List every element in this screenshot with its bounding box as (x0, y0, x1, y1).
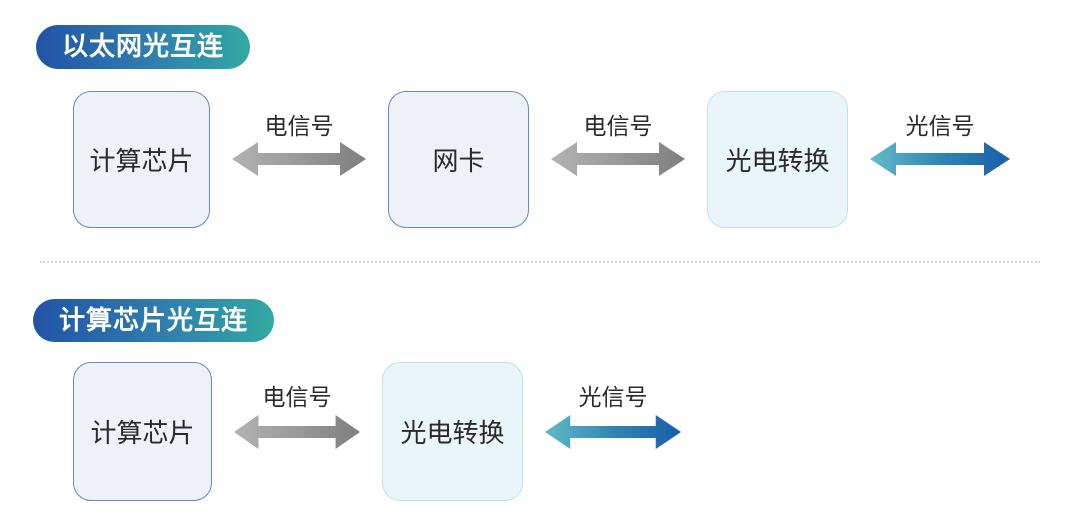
node-network-card: 网卡 (388, 90, 529, 228)
connector-electrical: 电信号 (232, 91, 366, 228)
electrical-signal-double-arrow-icon (234, 414, 360, 449)
node-optoelectronic-conversion: 光电转换 (382, 362, 523, 502)
connector-electrical: 电信号 (234, 362, 360, 501)
section-ethernet-interconnect: 以太网光互连 计算芯片 电信号 网卡 电信号 光电转换 光信号 (0, 0, 1080, 228)
optical-signal-double-arrow-icon (545, 414, 681, 449)
section-title-pill: 以太网光互连 (36, 25, 251, 69)
section-title-pill: 计算芯片光互连 (33, 298, 275, 343)
node-computing-chip: 计算芯片 (73, 362, 212, 502)
connector-optical: 光信号 (545, 362, 681, 501)
arrow-label: 电信号 (264, 112, 334, 139)
electrical-signal-double-arrow-icon (551, 142, 685, 177)
connector-optical: 光信号 (870, 91, 1010, 228)
flow-row: 计算芯片 电信号 光电转换 光信号 (73, 362, 1080, 502)
optical-signal-double-arrow-icon (870, 142, 1010, 177)
arrow-label: 光信号 (905, 112, 975, 139)
dotted-divider (40, 260, 1040, 263)
arrow-label: 电信号 (583, 112, 653, 139)
connector-electrical: 电信号 (551, 91, 685, 228)
node-computing-chip: 计算芯片 (73, 90, 210, 228)
arrow-label: 光信号 (578, 384, 648, 411)
section-chip-interconnect: 计算芯片光互连 计算芯片 电信号 光电转换 光信号 (0, 263, 1080, 502)
arrow-label: 电信号 (262, 384, 332, 411)
flow-row: 计算芯片 电信号 网卡 电信号 光电转换 光信号 (73, 90, 1080, 228)
electrical-signal-double-arrow-icon (232, 142, 366, 177)
node-optoelectronic-conversion: 光电转换 (707, 90, 848, 228)
